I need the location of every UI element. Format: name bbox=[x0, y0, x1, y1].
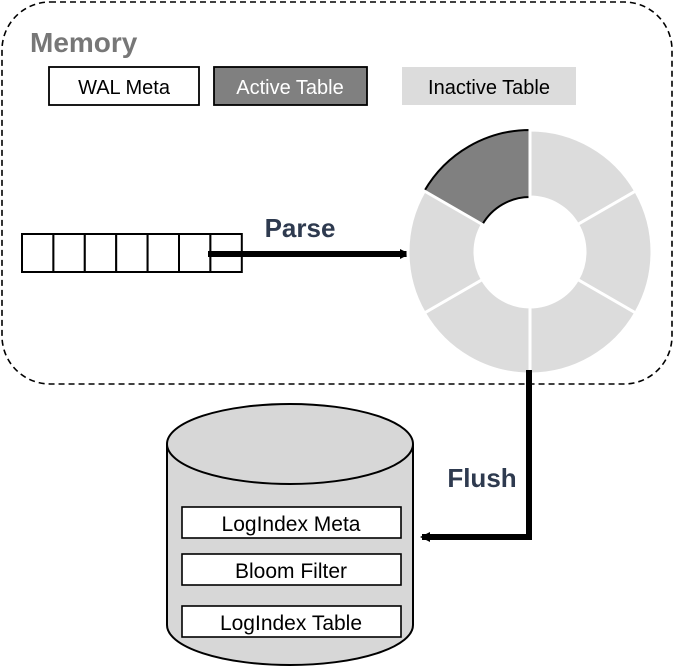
wal-cell bbox=[178, 233, 212, 273]
disk-item-label: LogIndex Meta bbox=[222, 513, 361, 536]
flush-arrow bbox=[420, 370, 532, 542]
inactive-table-segment bbox=[406, 188, 485, 316]
parse-label: Parse bbox=[265, 213, 336, 243]
legend-wal-meta-label: WAL Meta bbox=[78, 77, 171, 99]
wal-buffer bbox=[21, 233, 243, 273]
table-ring bbox=[406, 128, 654, 376]
flush-label: Flush bbox=[447, 463, 516, 493]
disk-item-box bbox=[181, 605, 402, 638]
memory-title: Memory bbox=[30, 27, 138, 58]
disk-item-box bbox=[181, 553, 402, 586]
legend-wal-meta: WAL Meta bbox=[48, 66, 200, 106]
disk-item-box bbox=[181, 506, 402, 539]
disk-item: Bloom Filter bbox=[181, 553, 402, 586]
wal-cell bbox=[115, 233, 149, 273]
wal-cell bbox=[83, 233, 118, 273]
wal-cell bbox=[21, 233, 55, 273]
legend-active-table: Active Table bbox=[213, 66, 368, 106]
legend-active-table-label: Active Table bbox=[236, 77, 343, 99]
disk-item: LogIndex Table bbox=[181, 605, 402, 638]
legend-inactive-table: Inactive Table bbox=[402, 67, 576, 105]
disk-item-label: Bloom Filter bbox=[235, 560, 347, 583]
disk-item: LogIndex Meta bbox=[181, 506, 402, 539]
wal-cell bbox=[52, 233, 86, 273]
disk-item-label: LogIndex Table bbox=[220, 612, 362, 635]
legend-inactive-table-label: Inactive Table bbox=[428, 77, 550, 99]
wal-cell bbox=[146, 233, 181, 273]
